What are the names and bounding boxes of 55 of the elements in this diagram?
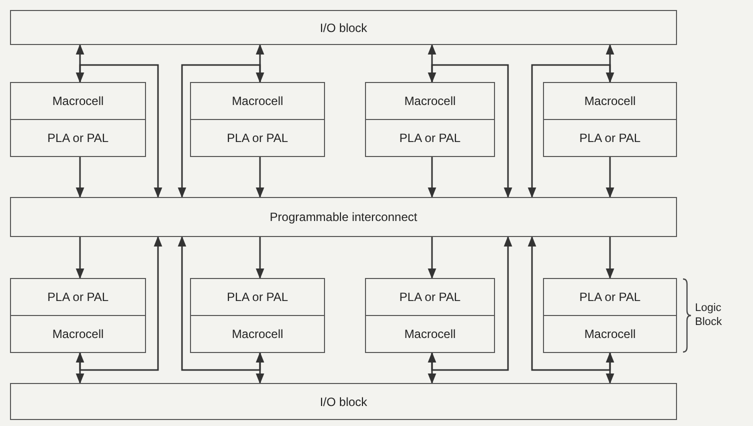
arrow <box>256 237 264 280</box>
arrow <box>178 64 261 198</box>
cell-label: Macrocell <box>584 93 636 110</box>
cell-label: Macrocell <box>52 326 104 343</box>
arrow <box>79 64 162 198</box>
cell-label: PLA or PAL <box>47 289 109 306</box>
logic-block <box>190 82 325 157</box>
cell-label: PLA or PAL <box>399 289 461 306</box>
cell-label: PLA or PAL <box>399 130 461 147</box>
arrow <box>606 44 614 84</box>
cell-label: PLA or PAL <box>579 130 641 147</box>
arrow <box>606 352 614 384</box>
arrow <box>431 64 512 198</box>
logic-block <box>543 82 677 157</box>
logic-block <box>365 82 495 157</box>
arrow <box>76 44 84 84</box>
block-label: I/O block <box>320 20 368 36</box>
arrow <box>79 236 162 371</box>
logic-block <box>365 278 495 353</box>
block-bar <box>10 383 677 420</box>
cell-label: Macrocell <box>52 93 104 110</box>
arrow <box>428 157 436 198</box>
logic-block <box>10 82 146 157</box>
arrow <box>431 236 512 371</box>
arrow <box>528 64 611 198</box>
cell-label: Macrocell <box>404 326 456 343</box>
cell-label: PLA or PAL <box>226 289 288 306</box>
cell-label: Macrocell <box>232 93 284 110</box>
arrow <box>606 157 614 198</box>
arrow <box>606 237 614 280</box>
arrow <box>428 44 436 84</box>
cell-label: Macrocell <box>584 326 636 343</box>
arrow <box>256 157 264 198</box>
brace-label: Logic Block <box>695 300 723 328</box>
arrow <box>428 352 436 384</box>
arrow <box>528 236 611 371</box>
cell-label: PLA or PAL <box>47 130 109 147</box>
cell-label: Macrocell <box>404 93 456 110</box>
block-label: I/O block <box>320 394 368 410</box>
cell-label: Macrocell <box>232 326 284 343</box>
logic-block <box>543 278 677 353</box>
cell-label: PLA or PAL <box>226 130 288 147</box>
logic-block <box>10 278 146 353</box>
cell-label: PLA or PAL <box>579 289 641 306</box>
arrow <box>256 352 264 384</box>
block-bar <box>10 197 677 237</box>
logic-block <box>190 278 325 353</box>
arrow <box>76 157 84 198</box>
arrow <box>428 237 436 280</box>
block-label: Programmable interconnect <box>270 209 418 226</box>
arrow <box>76 237 84 280</box>
arrow <box>178 236 261 371</box>
arrow <box>76 352 84 384</box>
block-bar <box>10 10 677 45</box>
arrow <box>256 44 264 84</box>
